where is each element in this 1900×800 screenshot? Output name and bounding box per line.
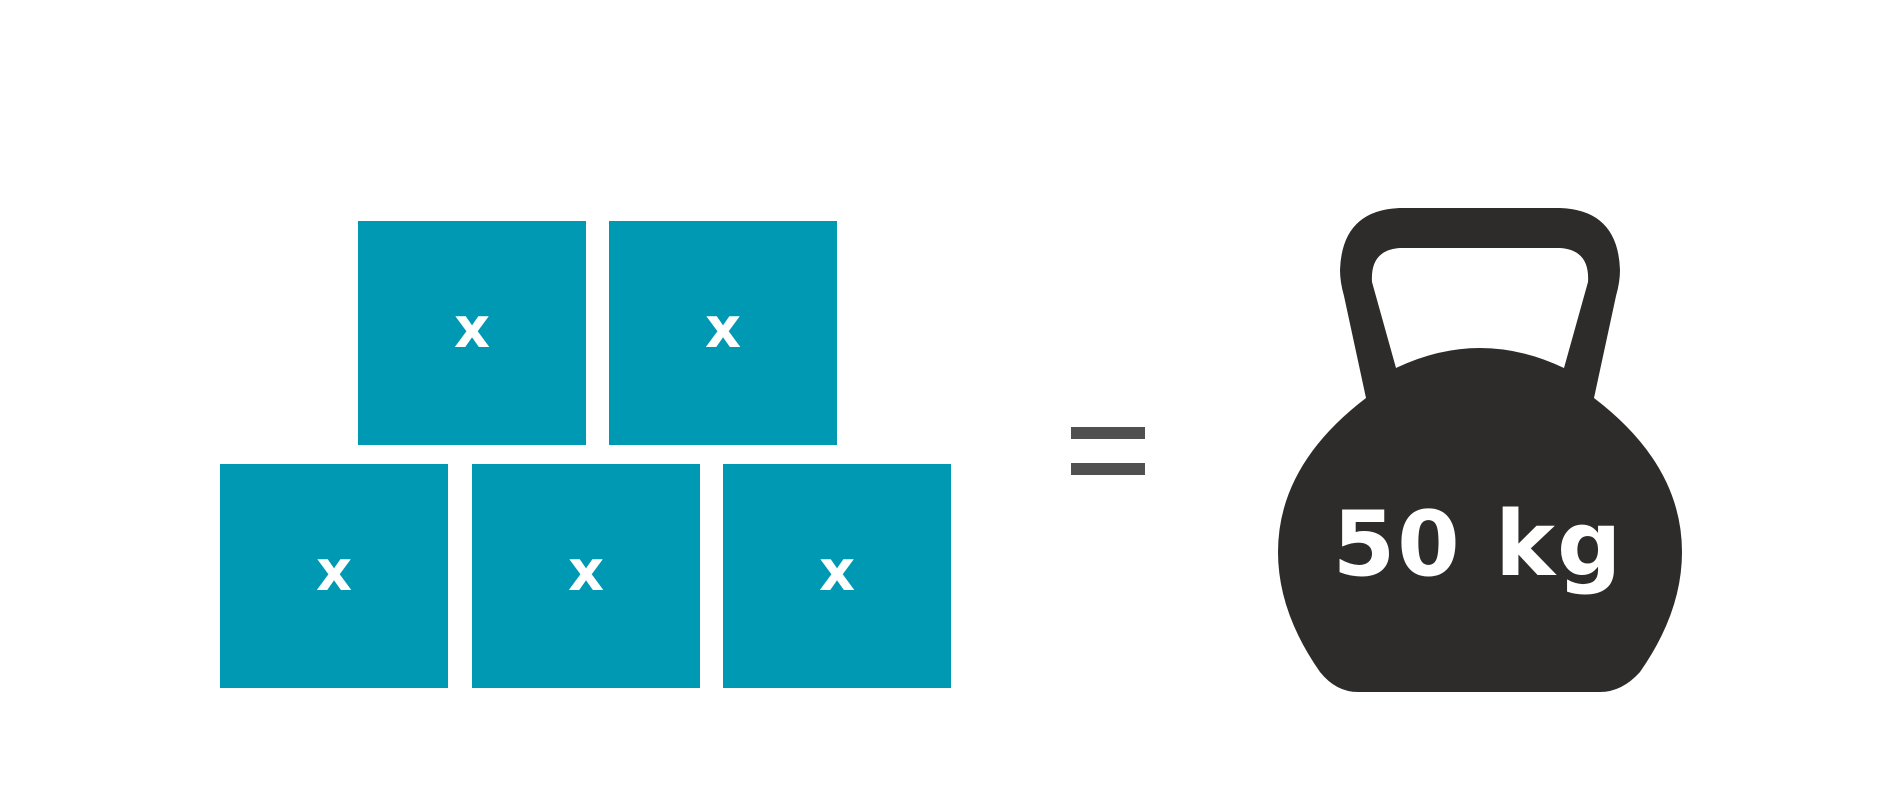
equals-bar-bottom xyxy=(1071,463,1145,475)
box-label: x xyxy=(567,539,605,604)
unknown-box-bottom-left: x xyxy=(220,464,448,688)
unknown-box-bottom-right: x xyxy=(723,464,951,688)
box-label: x xyxy=(704,296,742,361)
kettlebell-icon xyxy=(1278,208,1682,692)
weight-label: 50 kg xyxy=(1332,492,1624,597)
box-label: x xyxy=(818,539,856,604)
unknown-box-top-right: x xyxy=(609,221,837,445)
equals-bar-top xyxy=(1071,427,1145,439)
box-label: x xyxy=(453,296,491,361)
equals-sign-icon xyxy=(1071,427,1145,475)
kettlebell-shape xyxy=(1278,208,1682,692)
unknown-box-bottom-middle: x xyxy=(472,464,700,688)
box-label: x xyxy=(315,539,353,604)
unknown-box-top-left: x xyxy=(358,221,586,445)
